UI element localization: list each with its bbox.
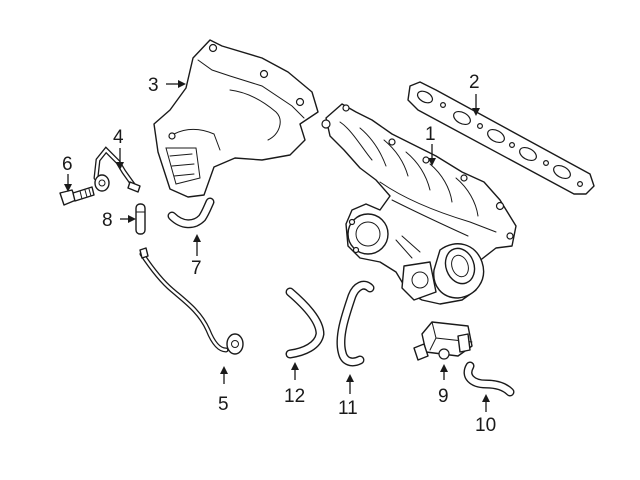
s-hose-part bbox=[336, 280, 375, 367]
callout-1: 1 bbox=[425, 124, 436, 145]
coolant-pipe-part bbox=[139, 247, 244, 355]
curved-hose-part bbox=[285, 287, 325, 359]
callout-11: 11 bbox=[338, 398, 358, 419]
heat-shield-part bbox=[153, 39, 319, 198]
fitting-part bbox=[135, 203, 146, 235]
bolt-part bbox=[59, 186, 95, 206]
callout-labels: 1 2 3 4 5 6 7 8 9 10 11 12 bbox=[62, 72, 496, 436]
short-hose-part bbox=[167, 197, 215, 229]
callout-6: 6 bbox=[62, 154, 73, 175]
turbocharger-manifold-part bbox=[321, 103, 517, 305]
callout-2: 2 bbox=[469, 72, 480, 93]
callout-10: 10 bbox=[475, 415, 496, 436]
solenoid-valve-part bbox=[413, 321, 473, 361]
oil-line-part bbox=[93, 146, 141, 193]
bent-hose-part bbox=[463, 361, 515, 397]
gasket-part bbox=[407, 81, 595, 195]
callout-9: 9 bbox=[438, 386, 449, 407]
callout-3: 3 bbox=[148, 75, 159, 96]
callout-5: 5 bbox=[218, 394, 229, 415]
callout-4: 4 bbox=[113, 127, 124, 148]
callout-8: 8 bbox=[102, 210, 113, 231]
callout-12: 12 bbox=[284, 386, 305, 407]
callout-7: 7 bbox=[191, 258, 202, 279]
leader-lines bbox=[64, 80, 490, 412]
